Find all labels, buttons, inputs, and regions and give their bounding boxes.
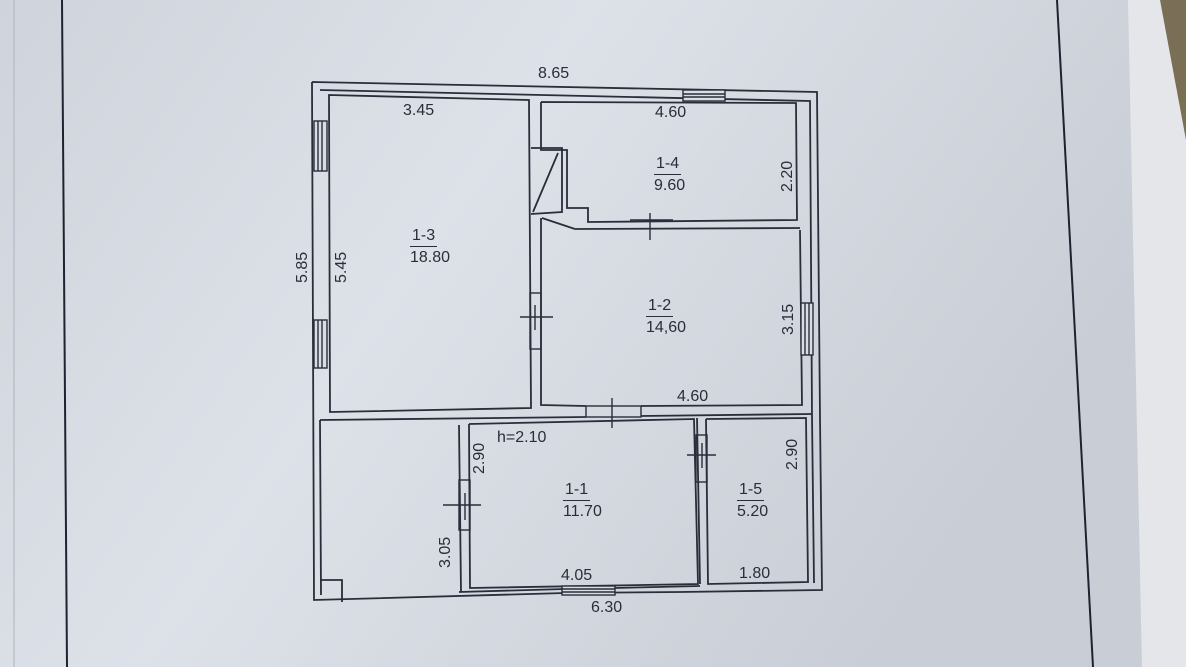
room-label-1-1: 1-1 11.70: [563, 480, 602, 521]
room-area: 18.80: [410, 249, 451, 266]
room-label-1-3: 1-3 18.80: [410, 226, 450, 267]
dim-left-total: 5.85: [294, 251, 311, 283]
outer-wall-outer: [311, 81, 823, 601]
room-1-2-left: [540, 218, 587, 407]
room-1-3-outline: [328, 94, 532, 413]
room-1-1-outline: [468, 418, 699, 589]
room-id: 1-5: [737, 480, 765, 501]
room-label-1-4: 1-4 9.60: [654, 154, 685, 195]
room-id: 1-3: [410, 226, 438, 247]
front-sheet: [0, 0, 1142, 667]
room-1-4-outline: [540, 101, 798, 223]
door-1-3: [529, 292, 542, 350]
dim-room-1-5-bottom: 1.80: [739, 565, 771, 582]
stair-outline: [530, 147, 563, 215]
frame-line-right: [1056, 0, 1094, 667]
dim-room-1-2-height: 3.15: [780, 303, 797, 335]
window-bottom: [561, 585, 616, 596]
dim-room-1-3-top: 3.45: [403, 102, 435, 119]
room-area: 5.20: [737, 503, 769, 520]
room-area: 11.70: [563, 503, 602, 520]
outer-wall-inner-right: [319, 89, 815, 584]
door-1-2: [585, 405, 642, 418]
dim-bottom-total: 6.30: [591, 599, 623, 616]
dim-room-1-1-height-lower: 3.05: [437, 536, 454, 568]
dim-room-1-5-height: 2.90: [784, 438, 801, 470]
room-id: 1-4: [654, 154, 682, 175]
frame-line-left: [61, 0, 68, 667]
room-id: 1-2: [646, 296, 674, 317]
window-left-upper: [313, 120, 328, 172]
window-left-lower: [313, 319, 328, 369]
room-label-1-2: 1-2 14,60: [646, 296, 686, 337]
room-1-5-outline: [705, 417, 809, 585]
window-top: [682, 89, 726, 102]
dim-top-total: 8.65: [538, 65, 570, 82]
room-1-2-right: [640, 229, 803, 407]
window-right: [800, 302, 814, 356]
room-id: 1-1: [563, 480, 591, 501]
dim-room-1-1-bottom: 4.05: [561, 567, 593, 584]
room-area: 14,60: [646, 319, 687, 336]
dim-room-1-4-height: 2.20: [779, 160, 796, 192]
room-label-1-5: 1-5 5.20: [737, 480, 768, 521]
room-area: 9.60: [654, 177, 686, 194]
dim-room-1-3-height: 5.45: [333, 251, 350, 283]
dim-room-1-2-bottom: 4.60: [677, 388, 709, 405]
dim-room-1-1-height-upper: 2.90: [471, 442, 488, 474]
dim-room-1-4-top: 4.60: [655, 104, 687, 121]
ceiling-height: h=2.10: [497, 429, 547, 446]
door-1-5: [695, 434, 708, 483]
